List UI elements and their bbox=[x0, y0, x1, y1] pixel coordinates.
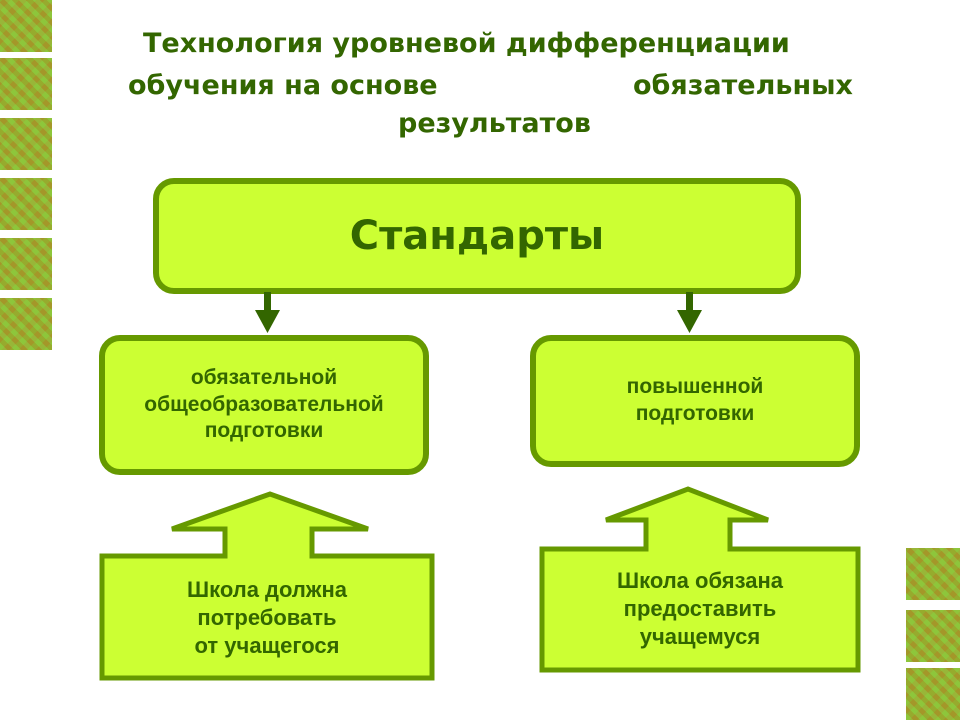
text-line: обязательной bbox=[190, 366, 338, 390]
callout-up-arrow-left bbox=[99, 491, 435, 681]
callout-right-text: Школа обязана предоставить учащемуся bbox=[542, 554, 858, 664]
decor-tile bbox=[0, 118, 52, 170]
decor-tile bbox=[906, 668, 960, 720]
mandatory-level-text: обязательной общеобразовательной подгото… bbox=[102, 338, 426, 472]
text-line: общеобразовательной bbox=[144, 392, 384, 416]
text-line: предоставить bbox=[623, 596, 777, 622]
decor-tile bbox=[0, 0, 52, 52]
decor-tile bbox=[0, 238, 52, 290]
text-line: от учащегося bbox=[194, 632, 340, 658]
decor-tile bbox=[0, 298, 52, 350]
text-line: учащемуся bbox=[639, 623, 761, 649]
decor-tile bbox=[0, 178, 52, 230]
text-line: Школа обязана bbox=[616, 568, 784, 594]
text-line: подготовки bbox=[635, 402, 755, 425]
standards-box bbox=[153, 178, 801, 294]
mandatory-level-box bbox=[99, 335, 429, 475]
decor-tile bbox=[0, 58, 52, 110]
advanced-level-text: повышенной подготовки bbox=[533, 338, 857, 464]
arrow-down-left bbox=[255, 292, 280, 333]
text-line: потребовать bbox=[197, 605, 337, 631]
title-line-1: Технология уровневой дифференциации bbox=[143, 28, 790, 59]
decor-tile bbox=[906, 548, 960, 600]
title-line-3: результатов bbox=[398, 108, 591, 139]
arrow-down-right bbox=[677, 292, 702, 333]
title-line-2b: обязательных bbox=[633, 70, 853, 101]
callout-left-text: Школа должна потребовать от учащегося bbox=[102, 562, 432, 674]
standards-label: Стандарты bbox=[349, 213, 605, 259]
advanced-level-box bbox=[530, 335, 860, 467]
text-line: подготовки bbox=[204, 419, 324, 443]
title-line-2a: обучения на основе bbox=[128, 70, 438, 101]
decor-tile bbox=[906, 610, 960, 662]
callout-up-arrow-right bbox=[539, 486, 861, 673]
text-line: повышенной bbox=[626, 375, 764, 399]
text-line: Школа должна bbox=[187, 577, 347, 603]
